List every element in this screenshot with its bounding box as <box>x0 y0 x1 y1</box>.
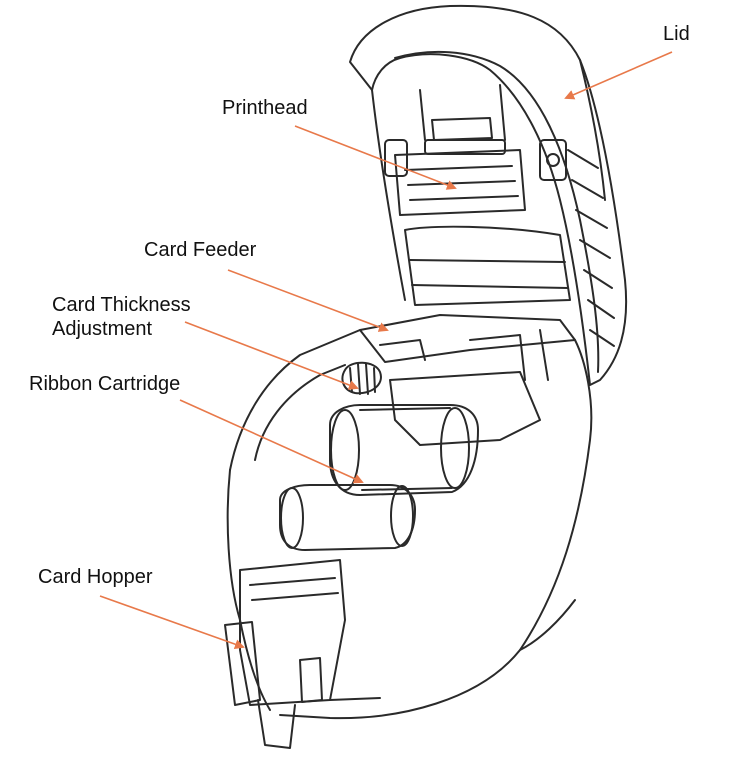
ribbon-cartridge <box>329 404 479 496</box>
printhead <box>394 149 526 216</box>
label-card-thickness-line1: Card Thickness <box>52 294 191 316</box>
label-ribbon-cartridge: Ribbon Cartridge <box>29 373 181 395</box>
lid-shell <box>349 4 628 386</box>
arrow-printhead <box>294 125 457 190</box>
housing <box>229 329 593 720</box>
lid-inner-edge <box>371 89 406 301</box>
card-feeder <box>359 314 576 363</box>
arrow-card-thickness <box>184 321 359 390</box>
arrow-card-hopper <box>99 595 245 650</box>
label-card-thickness-line2: Adjustment <box>52 318 153 340</box>
arrow-card-feeder <box>227 269 389 332</box>
label-card-thickness-adjustment: Card Thickness Adjustment <box>52 293 191 341</box>
label-printhead: Printhead <box>222 97 308 119</box>
leader-arrows <box>99 51 673 650</box>
label-lid: Lid <box>663 23 690 45</box>
label-card-hopper: Card Hopper <box>38 566 153 588</box>
arrow-lid <box>564 51 673 100</box>
arrow-ribbon-cartridge <box>179 399 364 484</box>
printer-body <box>224 4 628 749</box>
label-card-feeder: Card Feeder <box>144 239 257 261</box>
